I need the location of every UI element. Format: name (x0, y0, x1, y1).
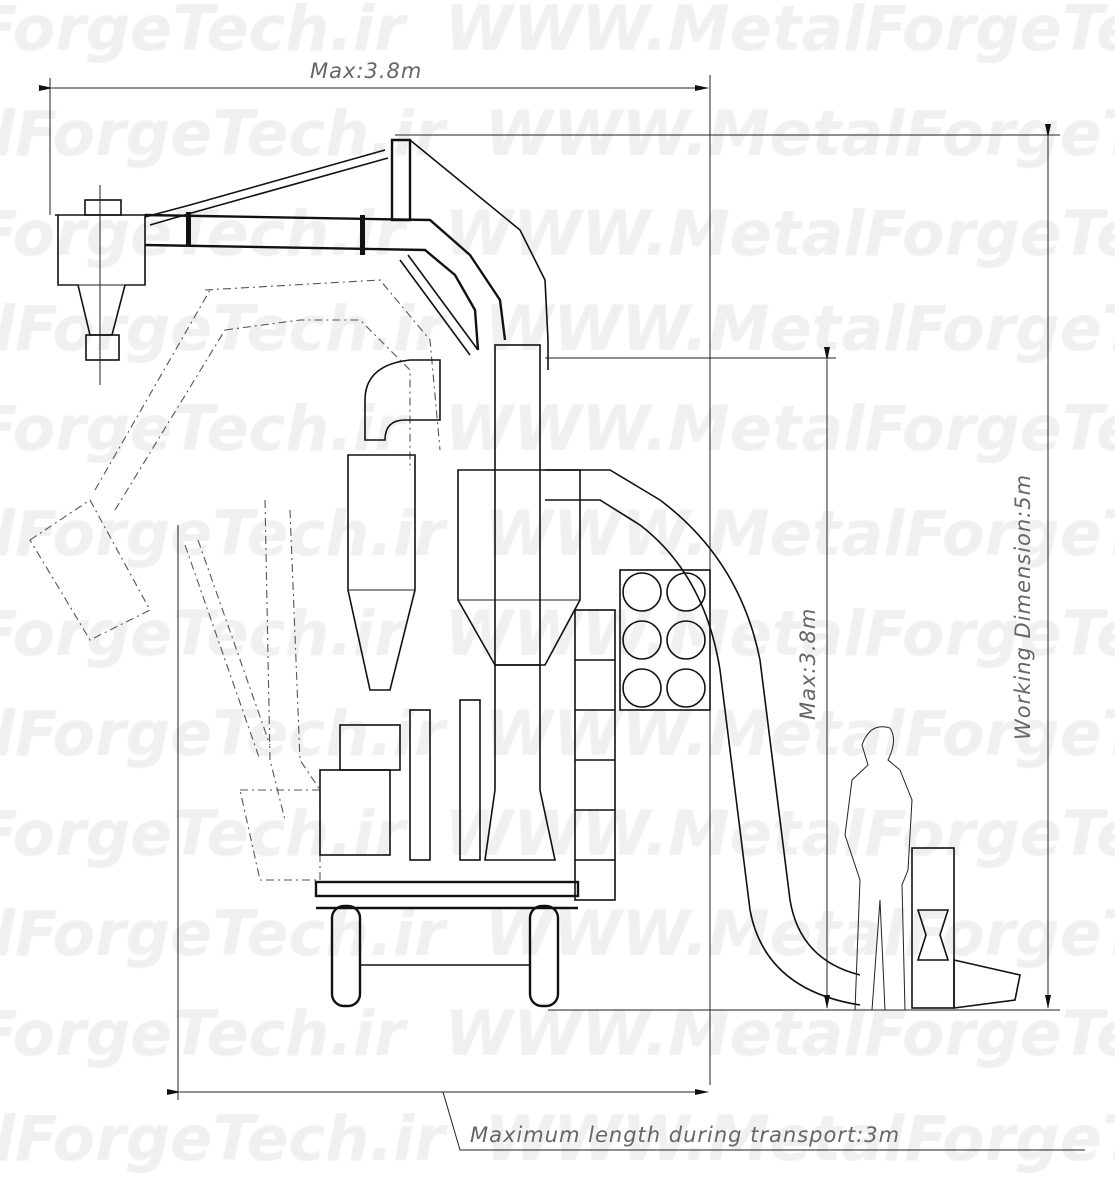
boom-arm (144, 138, 549, 370)
receiving-hopper (911, 847, 1021, 1009)
filter-bag-rack (619, 569, 711, 711)
working-height-label: Working Dimension:5m (1011, 474, 1035, 740)
person-figure (844, 726, 913, 1011)
top-cyclone (55, 185, 146, 385)
dimension-lines (39, 75, 1085, 1151)
transport-length-label: Maximum length during transport:3m (470, 1123, 900, 1147)
transport-height-label: Max:3.8m (796, 608, 820, 720)
lowered-arm-outline (29, 279, 441, 881)
discharge-hose (545, 469, 861, 1006)
top-width-label: Max:3.8m (310, 59, 422, 83)
wheels (330, 904, 560, 1008)
machine-body (314, 344, 616, 910)
